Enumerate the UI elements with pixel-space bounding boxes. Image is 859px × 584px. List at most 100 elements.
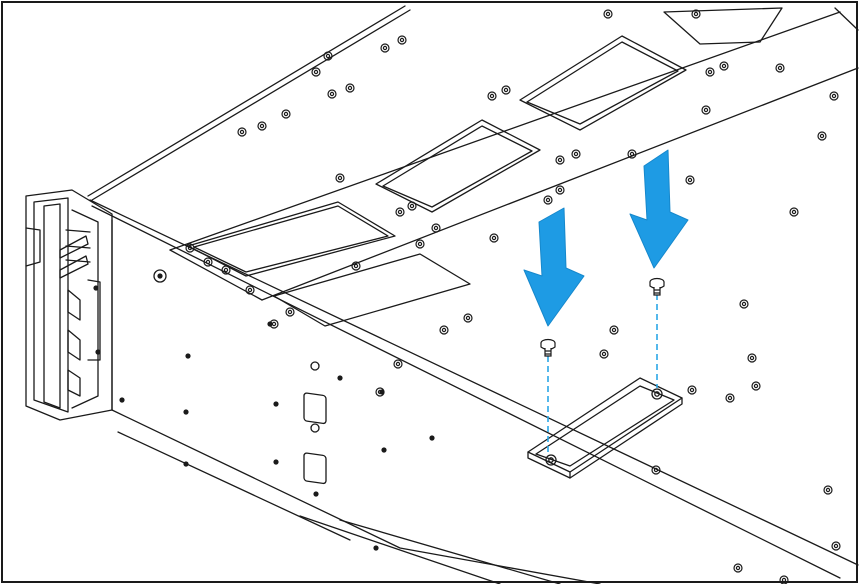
- rack-ear-bracket: [25, 189, 113, 421]
- front-face-bottom-rail: [117, 431, 351, 541]
- down-arrow-icon: [629, 149, 689, 269]
- screw-hole-center: [503, 87, 509, 93]
- rail-bracket-plate: [527, 377, 683, 479]
- screw-hole-center: [781, 577, 787, 583]
- screw-hole: [555, 185, 565, 195]
- screw-hole: [705, 67, 715, 77]
- screw-hole-center: [441, 327, 447, 333]
- screw-hole: [393, 359, 403, 369]
- screw-hole-center: [749, 355, 755, 361]
- screw-hole: [311, 67, 321, 77]
- screw-hole-center: [491, 235, 497, 241]
- screw-hole-center: [687, 177, 693, 183]
- chassis-lower-trim-2: [339, 519, 561, 584]
- screw-hole: [395, 207, 405, 217]
- cover-rib-upper: [169, 11, 841, 251]
- screw-hole-center: [777, 65, 783, 71]
- screw-hole: [603, 9, 613, 19]
- screw-hole-center: [825, 487, 831, 493]
- front-dot: [313, 491, 319, 497]
- screw-hole-center: [382, 45, 388, 51]
- screw-hole-center: [433, 225, 439, 231]
- screw-hole: [335, 173, 345, 183]
- screw-hole-center: [247, 287, 253, 293]
- screw-hole: [463, 313, 473, 323]
- screw-hole: [823, 485, 833, 495]
- screw-hole-center: [337, 175, 343, 181]
- screw-hole: [285, 307, 295, 317]
- screw-guide-lines: [547, 294, 658, 452]
- screw-hole: [501, 85, 511, 95]
- screw-hole: [237, 127, 247, 137]
- front-latches: [303, 361, 327, 485]
- front-dot: [93, 285, 99, 291]
- screw-hole: [555, 155, 565, 165]
- screw-icon: [649, 277, 665, 296]
- screw-hole: [701, 105, 711, 115]
- screw-hole: [327, 89, 337, 99]
- screw-hole: [831, 541, 841, 551]
- cover-right-edge: [834, 7, 859, 31]
- front-dot: [337, 375, 343, 381]
- front-dot: [157, 273, 163, 279]
- screw-hole: [281, 109, 291, 119]
- cover-back-edge: [87, 5, 406, 197]
- screw-hole: [779, 575, 789, 584]
- screw-hole-center: [465, 315, 471, 321]
- screw-hole-center: [223, 267, 229, 273]
- front-dot: [273, 459, 279, 465]
- screw-icon: [540, 338, 556, 357]
- screw-hole: [739, 299, 749, 309]
- screw-hole: [543, 195, 553, 205]
- screw-hole: [725, 393, 735, 403]
- screw-hole-center: [611, 327, 617, 333]
- front-dot: [95, 349, 101, 355]
- screw-hole: [789, 207, 799, 217]
- screw-hole-center: [833, 543, 839, 549]
- front-mount-stud: [153, 269, 167, 283]
- screw-hole-center: [409, 203, 415, 209]
- right-down-arrow: [629, 149, 689, 269]
- screw-hole: [571, 149, 581, 159]
- screw-hole-center: [693, 11, 699, 17]
- screw-hole-center: [329, 91, 335, 97]
- screw-hole-center: [689, 387, 695, 393]
- chassis-linework: [25, 5, 859, 584]
- screw-hole-center: [417, 241, 423, 247]
- screw-hole: [245, 285, 255, 295]
- front-dot: [183, 461, 189, 467]
- front-dot: [381, 447, 387, 453]
- front-face-dots: [93, 269, 435, 551]
- screw-hole: [203, 257, 213, 267]
- screw-hole-center: [573, 151, 579, 157]
- screw-hole: [487, 91, 497, 101]
- screw-hole: [397, 35, 407, 45]
- screw-hole-center: [735, 565, 741, 571]
- screw-hole: [685, 175, 695, 185]
- left-down-arrow: [523, 207, 585, 327]
- screw-hole-center: [353, 263, 359, 269]
- cover-back-edge-inner: [91, 9, 411, 201]
- screw-hole-center: [325, 53, 331, 59]
- screw-hole: [380, 43, 390, 53]
- plate-hole-right: [651, 388, 663, 400]
- screw-hole-center: [287, 309, 293, 315]
- screw-hole-center: [819, 133, 825, 139]
- front-dot: [379, 389, 385, 395]
- screw-hole: [609, 325, 619, 335]
- screw-hole-center: [791, 209, 797, 215]
- screw-hole: [185, 243, 195, 253]
- screw-hole: [651, 465, 661, 475]
- screw-hole-center: [653, 467, 659, 473]
- screw-hole-center: [313, 69, 319, 75]
- front-dot: [273, 401, 279, 407]
- screw-hole-center: [557, 157, 563, 163]
- screw-hole-center: [601, 351, 607, 357]
- screw-hole-center: [545, 197, 551, 203]
- front-dot: [183, 409, 189, 415]
- screw-hole-center: [741, 301, 747, 307]
- screw-hole-center: [703, 107, 709, 113]
- screw-hole-center: [283, 111, 289, 117]
